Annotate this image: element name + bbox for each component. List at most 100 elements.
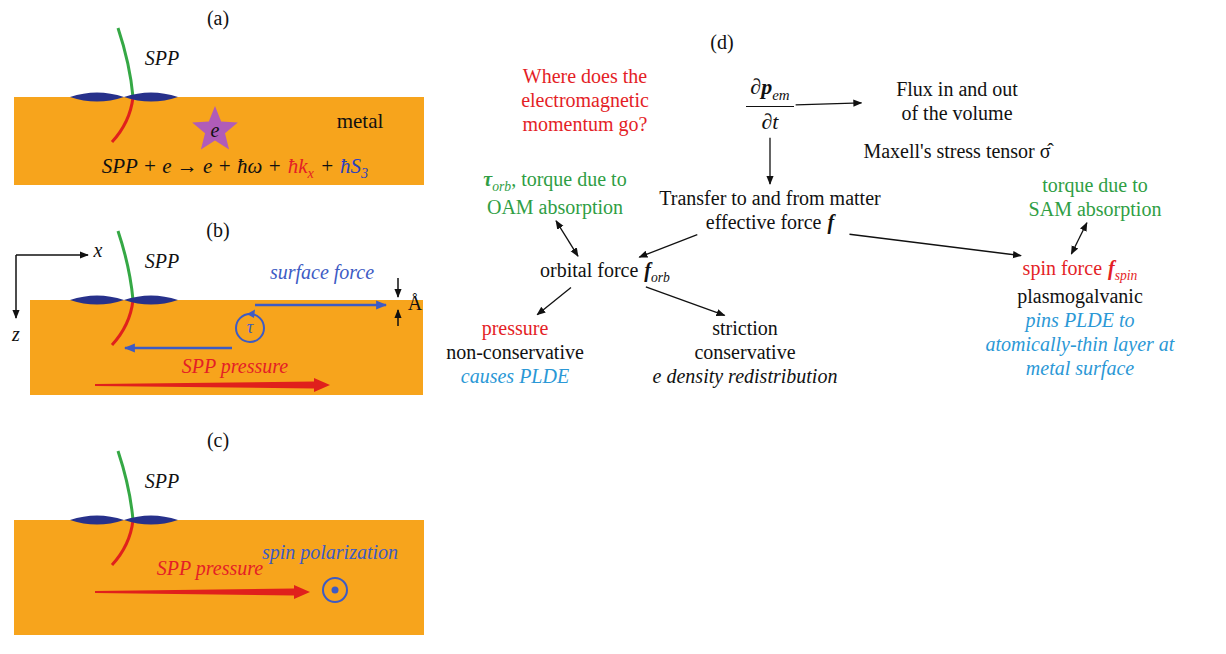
spp-lobes xyxy=(70,516,178,525)
node-text: pressure xyxy=(482,317,549,339)
dimension-arrow xyxy=(397,310,399,326)
spp-lobes xyxy=(70,93,178,102)
text-line: e density redistribution xyxy=(653,364,838,388)
text-line: ∂t xyxy=(746,109,793,135)
node-text: non-conservative xyxy=(446,341,584,363)
flow-arrow xyxy=(537,287,571,314)
flow-node: strictionconservativee density redistrib… xyxy=(653,316,838,388)
spp-lobes xyxy=(70,296,178,305)
node-text: e xyxy=(211,119,220,141)
node-text: effective force xyxy=(706,211,822,233)
flow-node: Flux in and out of the volumeMaxell's st… xyxy=(863,77,1050,163)
circle-outline xyxy=(236,314,264,342)
text-line: torque due to SAM absorption xyxy=(1023,173,1168,221)
node-text: Flux in and out of the volume xyxy=(896,78,1018,124)
node-text: pins PLDE to atomically-thin layer at me… xyxy=(986,309,1175,379)
node-text: Maxell's stress tensor σ̂ xyxy=(863,140,1050,162)
node-text: SPP + e → e + ħω + xyxy=(102,154,282,178)
text-line: plasmogalvanic xyxy=(985,284,1175,308)
electron-star: e xyxy=(190,105,240,155)
text-line: striction xyxy=(653,316,838,340)
panel-label: (b) xyxy=(206,218,229,242)
axis-label: x xyxy=(94,238,103,262)
flow-arrow xyxy=(796,103,862,105)
reaction-force-arrow xyxy=(125,347,232,350)
node-text: f xyxy=(827,211,834,233)
node-text: ħS xyxy=(340,154,361,178)
text-line: τ xyxy=(247,317,253,339)
flow-arrow xyxy=(646,287,725,315)
node-text: ∂t xyxy=(762,109,779,134)
text-line: τorb, torque due to OAM absorption xyxy=(470,167,640,219)
flow-arrow xyxy=(556,221,578,256)
node-text: orb xyxy=(651,270,670,285)
panel-label: (c) xyxy=(207,428,229,452)
text-line: orbital force forb xyxy=(540,258,670,286)
node-text: SPP pressure xyxy=(157,557,263,579)
node-text: f xyxy=(1108,257,1115,279)
metal-slab: metalSPP + e → e + ħω +ħkx+ħS3 e xyxy=(14,97,424,185)
text-line: non-conservative xyxy=(446,340,584,364)
node-text: Transfer to and from matter xyxy=(659,187,880,209)
spin-symbol xyxy=(323,578,347,602)
surface-force-arrow xyxy=(255,304,386,307)
node-text: ħk xyxy=(288,154,308,178)
node-text: conservative xyxy=(694,341,795,363)
pressure-arrow xyxy=(95,585,310,599)
text-line: Maxell's stress tensor σ̂ xyxy=(863,139,1050,163)
text-line: conservative xyxy=(653,340,838,364)
node-text: τ xyxy=(247,317,253,337)
node-text: p xyxy=(761,74,772,99)
text-line: spin forcefspin xyxy=(985,256,1175,284)
spp-label: SPP xyxy=(145,469,179,493)
dimension-label: Å xyxy=(408,291,422,315)
text-line: pins PLDE to atomically-thin layer at me… xyxy=(985,308,1175,380)
node-text: f xyxy=(644,259,651,281)
text-line: causes PLDE xyxy=(446,364,584,388)
flow-node: pressurenon-conservativecauses PLDE xyxy=(446,316,584,388)
torque-note: torque due to SAM absorption xyxy=(1023,173,1168,221)
spin-symbol-dot xyxy=(332,587,339,594)
spp-label: SPP xyxy=(145,46,179,70)
rotation-arrowhead xyxy=(247,310,255,319)
star-outline xyxy=(192,106,238,149)
question-note: Where does the electromagnetic momentum … xyxy=(490,64,680,136)
node-text: striction xyxy=(712,317,778,339)
metal-slab xyxy=(14,97,424,185)
pressure-arrow xyxy=(95,378,330,392)
text-line: metal xyxy=(337,109,384,134)
panel-label: (a) xyxy=(207,6,229,30)
torque-circle: τ xyxy=(234,312,266,344)
flow-arrow xyxy=(849,234,1021,255)
flow-node: orbital force forb xyxy=(540,258,670,286)
text-line: Transfer to and from matter xyxy=(659,186,880,210)
axis-label: z xyxy=(12,322,20,346)
flow-arrow xyxy=(639,235,697,257)
text-line: spin polarization xyxy=(262,540,398,564)
field-curve xyxy=(118,231,133,300)
text-line: SPP pressure xyxy=(157,556,263,580)
text-line: SPP + e → e + ħω +ħkx+ħS3 xyxy=(102,154,369,182)
torque-note: τorb, torque due to OAM absorption xyxy=(470,167,640,219)
field-curve xyxy=(118,28,133,97)
spp-label: SPP xyxy=(145,249,179,273)
node-text: torque due to SAM absorption xyxy=(1029,174,1162,220)
force-label: surface force xyxy=(270,260,374,284)
node-text: orbital force xyxy=(540,259,638,281)
node-text: metal xyxy=(337,109,384,133)
node-text: x xyxy=(308,165,314,181)
field-curve xyxy=(118,451,133,520)
node-text: causes PLDE xyxy=(461,365,569,387)
node-text: orb xyxy=(492,179,511,194)
node-text: em xyxy=(772,87,789,103)
flow-arrow xyxy=(769,138,770,184)
field-curve xyxy=(112,300,133,345)
field-curve xyxy=(112,520,133,565)
node-text: 3 xyxy=(361,165,368,181)
text-line: effective forcef xyxy=(659,210,880,234)
field-curve xyxy=(112,97,133,142)
axis-arrow xyxy=(16,254,88,256)
node-text: spin polarization xyxy=(262,541,398,563)
node-text: plasmogalvanic xyxy=(1017,285,1143,307)
